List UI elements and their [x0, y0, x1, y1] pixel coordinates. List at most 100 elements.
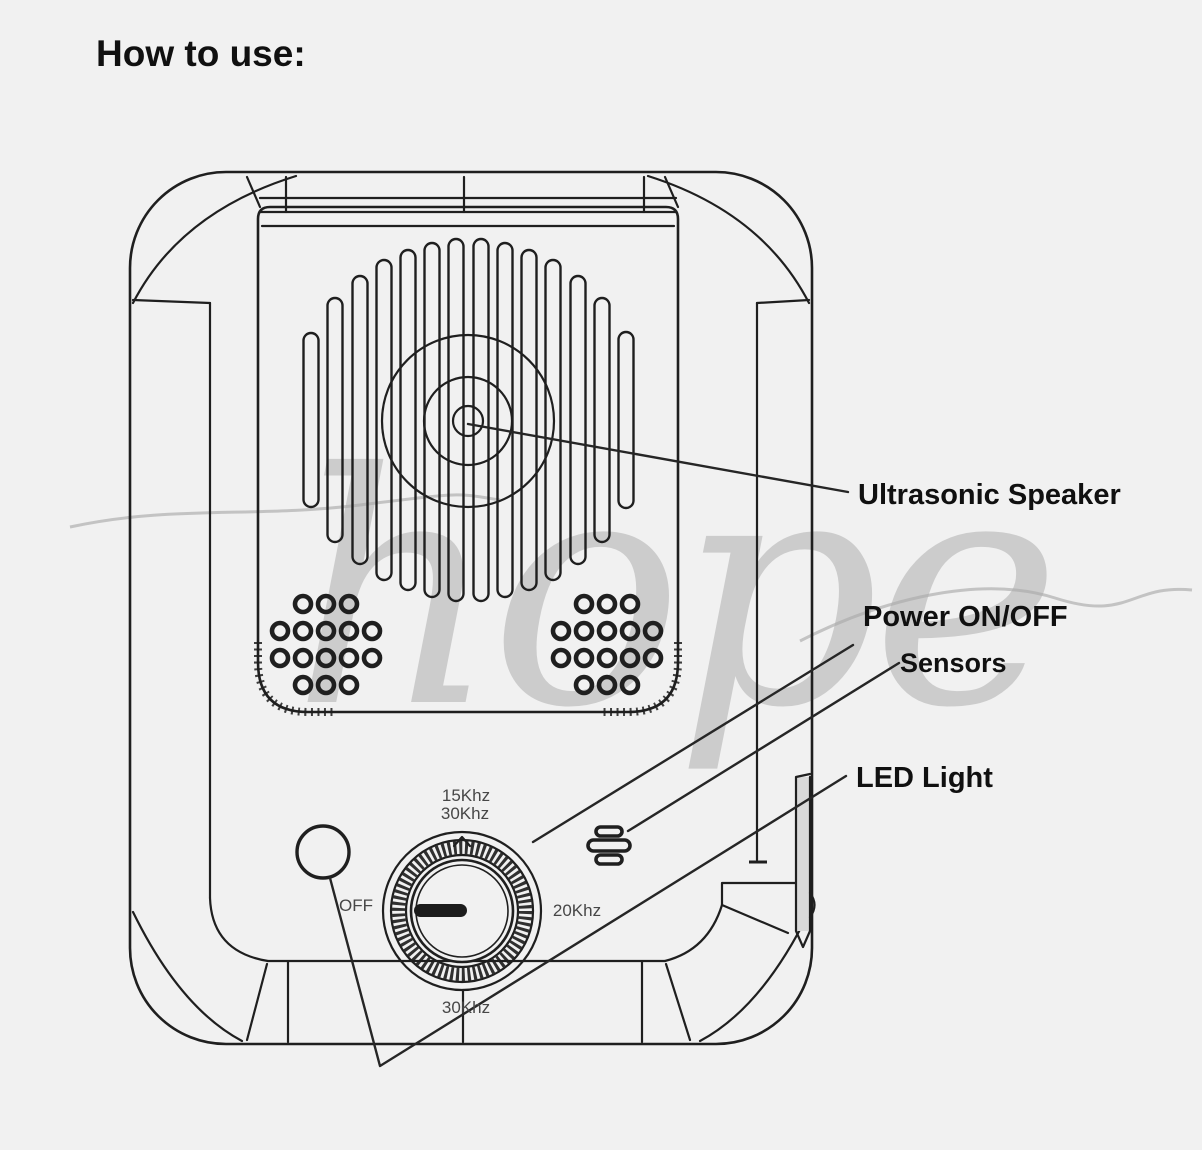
mic-hole [338, 674, 360, 696]
device-body [128, 170, 814, 1046]
dial-ring-2 [389, 838, 535, 984]
leader-sensors [626, 661, 901, 833]
mic-hole [573, 620, 595, 642]
label-power: Power ON/OFF [863, 601, 1068, 633]
speaker-center-mid-circle [422, 375, 514, 467]
speaker-center-dot [451, 404, 485, 438]
dial-labels: 15Khz 30Khz OFF 20Khz 30Khz [339, 786, 601, 1017]
bevel-top-left [131, 174, 298, 305]
grille-slot-1 [326, 296, 344, 544]
leader-led [328, 774, 848, 1068]
leader-ultrasonic-speaker [466, 422, 850, 494]
dial-label-20khz: 20Khz [553, 901, 601, 920]
mic-hole [315, 593, 337, 615]
mic-hole [315, 674, 337, 696]
mic-hole [292, 593, 314, 615]
leader-power [531, 643, 855, 844]
face-bottom-right-arc [663, 903, 724, 963]
watermark: hope [69, 406, 1193, 778]
mic-hole [315, 620, 337, 642]
mic-hole [361, 620, 383, 642]
watermark-swash-right [799, 587, 1193, 643]
mic-hole [619, 674, 641, 696]
dial-knurled-ring [392, 841, 532, 981]
mic-hole-grid-right [550, 593, 664, 696]
mic-hole [361, 647, 383, 669]
grille-slot-6 [447, 237, 465, 603]
mic-hole [573, 593, 595, 615]
mic-hole [338, 593, 360, 615]
mic-hole [573, 647, 595, 669]
dial-top-notch [452, 835, 472, 848]
bottom-right-trapezoid-diagonal [664, 962, 692, 1042]
mic-hole [550, 620, 572, 642]
side-clip-fill [796, 777, 810, 931]
mic-hole [269, 647, 291, 669]
sensor-slit-middle [586, 838, 632, 853]
sensor-slit-bottom [594, 853, 624, 866]
dial-pointer-bar [414, 904, 467, 917]
page-title: How to use: [96, 33, 306, 74]
top-lip-lines [258, 196, 678, 214]
leader-lines [328, 422, 901, 1068]
bottom-white-strip [0, 1150, 1202, 1170]
mic-hole [292, 647, 314, 669]
mic-hole [292, 620, 314, 642]
sensor-slit-top [594, 825, 624, 838]
grille-slot-13 [617, 330, 635, 510]
speaker-grille [302, 237, 635, 603]
grille-slot-0 [302, 331, 320, 509]
mic-hole [292, 674, 314, 696]
dial-label-30khz-bottom: 30Khz [442, 998, 490, 1017]
mic-hole [338, 620, 360, 642]
mic-hole [619, 647, 641, 669]
mic-hole [642, 647, 664, 669]
dial-label-15khz: 15Khz [442, 786, 490, 805]
mic-hole [619, 620, 641, 642]
mic-hole [269, 620, 291, 642]
mic-hole [550, 647, 572, 669]
mic-hole [596, 593, 618, 615]
mic-hole [573, 674, 595, 696]
grille-slot-12 [593, 296, 611, 544]
face-right-bevel-diagonal [720, 903, 790, 935]
panel-hatch-right [602, 642, 682, 716]
top-lip-bevels [245, 175, 680, 209]
grille-slot-3 [375, 258, 393, 582]
dial-ring-3 [404, 853, 520, 969]
grille-slot-11 [569, 274, 587, 566]
face-right-step [720, 881, 805, 907]
mic-hole [642, 620, 664, 642]
grille-slot-7 [472, 237, 490, 603]
side-clip-outline [794, 772, 812, 949]
frequency-dial [381, 830, 543, 1044]
dial-label-off: OFF [339, 896, 373, 915]
face-top-right-tick [755, 298, 811, 305]
bevel-top-right [646, 174, 811, 305]
label-sensors: Sensors [900, 648, 1007, 678]
grille-slot-4 [399, 248, 417, 592]
label-led: LED Light [856, 762, 993, 794]
grille-slot-9 [520, 248, 538, 592]
watermark-text: hope [292, 406, 1053, 778]
face-top-left-tick [131, 298, 212, 305]
grille-slot-10 [544, 258, 562, 582]
led-indicator-circle [295, 824, 351, 880]
panel-hatch-left [254, 642, 334, 716]
dial-label-30khz-top: 30Khz [441, 804, 489, 823]
speaker-panel-outline [256, 205, 680, 714]
bottom-left-trapezoid-diagonal [245, 962, 269, 1042]
mic-hole [338, 647, 360, 669]
speaker-center [380, 333, 556, 509]
side-clip-bump [808, 891, 816, 919]
speaker-panel [254, 205, 682, 716]
face-bottom-left-arc [208, 896, 270, 963]
mic-hole [619, 593, 641, 615]
mic-hole [596, 620, 618, 642]
side-clip [749, 772, 816, 949]
mic-hole-grid-left [269, 593, 383, 696]
label-ultrasonic-speaker: Ultrasonic Speaker [858, 479, 1121, 511]
